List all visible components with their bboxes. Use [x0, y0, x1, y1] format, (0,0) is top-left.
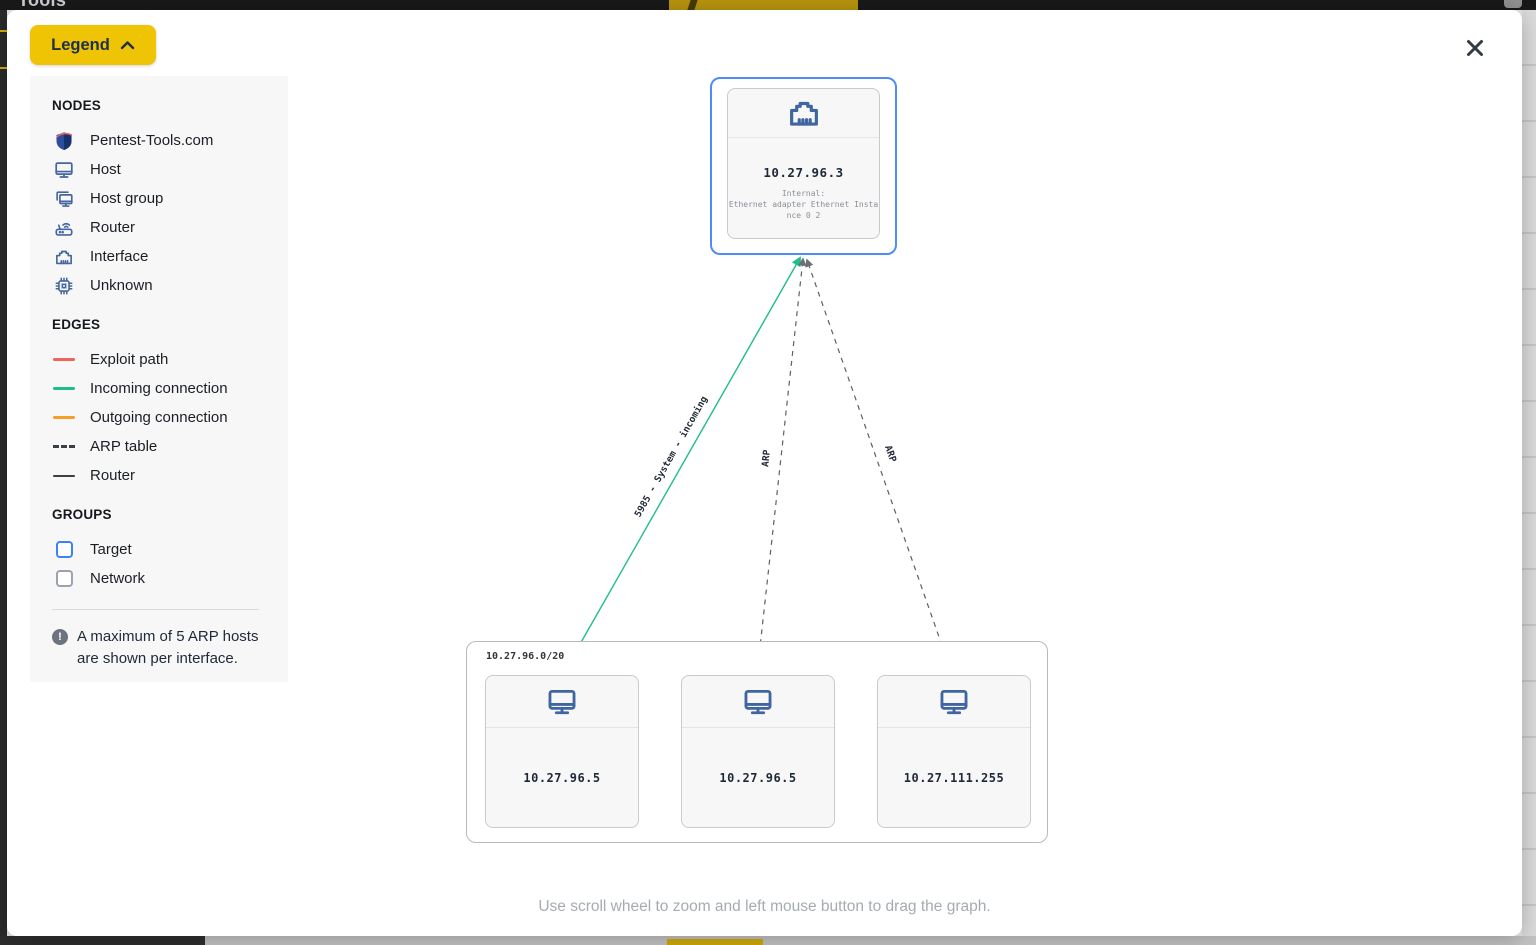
- outgoing-connection-line-swatch: [53, 416, 75, 419]
- arp-edge-right: [805, 258, 953, 675]
- legend-edge-label: Outgoing connection: [90, 409, 228, 426]
- target-group-swatch: [55, 541, 73, 558]
- router-icon: [52, 217, 76, 239]
- host-node-ip: 10.27.111.255: [903, 770, 1005, 785]
- host-node-body: 10.27.96.5: [682, 728, 834, 827]
- incoming-edge-label: 5985 - System - incoming: [633, 394, 711, 519]
- background-sidebar-sliver: [0, 10, 7, 936]
- legend-node-router: Router: [52, 213, 268, 242]
- network-group-label: 10.27.96.0/20: [486, 651, 565, 662]
- background-bottom-button: [667, 939, 763, 945]
- legend-node-host-group: Host group: [52, 184, 268, 213]
- legend-group-label: Target: [90, 541, 132, 558]
- legend-node-unknown: Unknown: [52, 271, 268, 300]
- legend-note: ! A maximum of 5 ARP hosts are shown per…: [52, 626, 277, 670]
- legend-edges-title: EDGES: [52, 317, 101, 332]
- host-icon: [52, 159, 76, 181]
- host-node-ip: 10.27.96.5: [719, 770, 797, 785]
- legend-node-interface: Interface: [52, 242, 268, 271]
- host-node[interactable]: 10.27.96.5: [681, 675, 835, 828]
- incoming-connection-edge: [562, 256, 801, 675]
- host-node-icon-section: [878, 676, 1030, 728]
- host-icon: [744, 689, 772, 714]
- interface-icon: [789, 101, 818, 126]
- legend-edge-outgoing: Outgoing connection: [52, 403, 268, 432]
- info-icon: !: [52, 629, 68, 645]
- sidebar-accent-line: [0, 30, 7, 32]
- legend-node-label: Pentest-Tools.com: [90, 132, 214, 149]
- host-icon: [548, 689, 576, 714]
- legend-node-label: Host: [90, 161, 121, 178]
- close-icon: [1467, 40, 1483, 56]
- legend-node-label: Host group: [90, 190, 164, 207]
- legend-edge-label: Exploit path: [90, 351, 169, 368]
- graph-hint-text: Use scroll wheel to zoom and left mouse …: [538, 898, 991, 915]
- interface-detail-line: nce 0 2: [786, 211, 821, 220]
- network-graph-modal: Legend NODES Pent: [7, 10, 1522, 936]
- background-header-button-mark: [687, 0, 698, 10]
- background-content-sliver: [1522, 10, 1536, 936]
- background-scrollbar-thumb: [1504, 0, 1522, 8]
- host-node[interactable]: 10.27.96.5: [485, 675, 639, 828]
- unknown-chip-icon: [52, 275, 76, 297]
- legend-node-host: Host: [52, 155, 268, 184]
- interface-node-ip: 10.27.96.3: [763, 165, 844, 180]
- background-bottom-sidebar: [0, 936, 205, 945]
- legend-node-label: Unknown: [90, 277, 153, 294]
- host-node[interactable]: 10.27.111.255: [877, 675, 1031, 828]
- legend-edge-arp-table: ARP table: [52, 432, 268, 461]
- pentest-tools-logo-icon: [52, 130, 76, 152]
- host-group-icon: [52, 188, 76, 210]
- legend-group-target: Target: [52, 535, 268, 564]
- chevron-up-icon: [120, 41, 135, 50]
- legend-group-label: Network: [90, 570, 146, 587]
- arp-edge-left: [756, 257, 807, 675]
- legend-node-label: Interface: [90, 248, 149, 265]
- legend-groups-title: GROUPS: [52, 507, 112, 522]
- network-group-box[interactable]: 10.27.96.0/20 10.27.96.5: [466, 641, 1048, 843]
- interface-node[interactable]: 10.27.96.3 Internal: Ethernet adapter Et…: [727, 88, 880, 239]
- interface-detail-line: Ethernet adapter Ethernet Insta: [728, 200, 879, 209]
- legend-edge-incoming: Incoming connection: [52, 374, 268, 403]
- host-node-body: 10.27.111.255: [878, 728, 1030, 827]
- interface-node-details: Internal: Ethernet adapter Ethernet Inst…: [728, 188, 879, 221]
- legend-node-label: Router: [90, 219, 136, 236]
- legend-edge-router: Router: [52, 461, 268, 490]
- legend-panel: NODES Pentest-Tools.com: [30, 76, 288, 682]
- legend-edge-label: Incoming connection: [90, 380, 228, 397]
- legend-nodes-title: NODES: [52, 98, 102, 113]
- interface-icon: [52, 246, 76, 268]
- graph-canvas[interactable]: 5985 - System - incoming ARP ARP: [7, 10, 1522, 936]
- host-node-body: 10.27.96.5: [486, 728, 638, 827]
- interface-detail-line: Internal:: [781, 189, 826, 198]
- close-button[interactable]: [1459, 32, 1491, 64]
- legend-divider: [52, 609, 259, 610]
- legend-toggle-button[interactable]: Legend: [30, 25, 156, 65]
- target-group-box[interactable]: 10.27.96.3 Internal: Ethernet adapter Et…: [710, 77, 897, 255]
- background-header-title: Tools: [18, 0, 67, 10]
- arp-table-line-swatch: [53, 445, 75, 448]
- interface-node-icon-section: [728, 89, 879, 138]
- legend-note-text: A maximum of 5 ARP hosts are shown per i…: [77, 628, 259, 667]
- exploit-path-line-swatch: [53, 358, 75, 361]
- host-icon: [940, 689, 968, 714]
- router-line-swatch: [53, 474, 75, 477]
- network-group-swatch: [55, 570, 73, 587]
- host-node-icon-section: [682, 676, 834, 728]
- background-bottom-content: [205, 936, 1536, 945]
- arp-edge-label-right: ARP: [882, 444, 898, 464]
- sidebar-accent-line: [0, 67, 7, 69]
- legend-edge-label: ARP table: [90, 438, 158, 455]
- legend-node-pentest-tools: Pentest-Tools.com: [52, 126, 268, 155]
- host-node-ip: 10.27.96.5: [523, 770, 601, 785]
- legend-edge-label: Router: [90, 467, 136, 484]
- legend-group-network: Network: [52, 564, 268, 593]
- legend-edge-exploit-path: Exploit path: [52, 345, 268, 374]
- incoming-connection-line-swatch: [53, 387, 75, 390]
- host-node-icon-section: [486, 676, 638, 728]
- background-header: Tools: [0, 0, 1536, 10]
- background-header-button: [669, 0, 858, 10]
- arp-edge-label-left: ARP: [760, 449, 773, 467]
- legend-button-label: Legend: [51, 35, 110, 54]
